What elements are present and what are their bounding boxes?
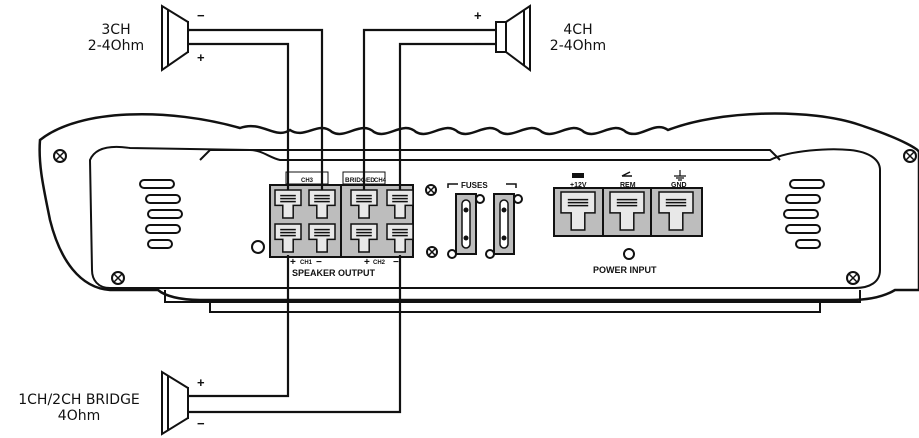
- ch3-terminal-label: CH3: [301, 178, 314, 184]
- power-input-block: +12V REM GND POWER INPUT: [553, 170, 703, 275]
- ch2-plus-sign: +: [364, 257, 370, 268]
- ch1-plus-sign: +: [290, 257, 296, 268]
- ch4-terminal-label: CH4: [374, 178, 387, 184]
- status-led: [251, 240, 265, 254]
- remote-switch-icon: [621, 171, 632, 177]
- screw-terminal-icon: [386, 189, 414, 219]
- fuses-label: FUSES: [461, 181, 488, 190]
- speaker-4ch-label: 4CH 2-4Ohm: [548, 22, 608, 54]
- power-terminal-gnd-label: GND: [671, 182, 687, 189]
- ground-icon: [674, 170, 686, 181]
- ch1-minus-sign: −: [316, 257, 322, 268]
- screw-terminal-icon: [350, 189, 378, 219]
- ch2-minus-sign: −: [393, 257, 399, 268]
- speaker-bridge-pos-sign: +: [197, 375, 205, 390]
- amplifier-chassis: [38, 112, 919, 313]
- vent-slots-left: [139, 179, 183, 249]
- speaker-4ch-name: 4CH: [563, 22, 593, 38]
- screw-icon: [447, 249, 457, 259]
- screw-terminal-icon: [308, 223, 336, 253]
- speaker-bridge-name: 1CH/2CH BRIDGE: [18, 392, 140, 408]
- speaker-output-block: [269, 184, 414, 258]
- speaker-3ch: [161, 4, 189, 72]
- speaker-3ch-pos-sign: +: [197, 50, 205, 65]
- speaker-icon: [495, 21, 507, 53]
- fuse-block: FUSES: [447, 181, 517, 255]
- power-input-title: POWER INPUT: [593, 265, 657, 275]
- screw-terminal-icon: [609, 191, 645, 231]
- speaker-3ch-impedance: 2-4Ohm: [87, 38, 145, 54]
- screw-terminal-icon: [274, 223, 302, 253]
- speaker-bridge-label: 1CH/2CH BRIDGE 4Ohm: [2, 392, 156, 424]
- speaker-4ch: [495, 4, 531, 72]
- screw-icon: [475, 194, 485, 204]
- speaker-bridge: [161, 370, 189, 436]
- speaker-bridge-impedance: 4Ohm: [57, 408, 101, 424]
- battery-icon: [572, 173, 584, 178]
- screw-terminal-icon: [560, 191, 596, 231]
- speaker-4ch-pos-sign: +: [474, 8, 482, 23]
- vent-slots-right: [783, 179, 825, 249]
- screw-terminal-icon: [386, 223, 414, 253]
- ch2-terminal-label: CH2: [373, 260, 386, 266]
- speaker-wires: [188, 28, 496, 414]
- screw-terminal-icon: [350, 223, 378, 253]
- speaker-output-title: SPEAKER OUTPUT: [292, 268, 376, 278]
- speaker-4ch-impedance: 2-4Ohm: [549, 38, 607, 54]
- screw-terminal-icon: [308, 189, 336, 219]
- power-terminal-rem-label: REM: [620, 182, 636, 189]
- screw-terminal-icon: [274, 189, 302, 219]
- power-led: [623, 248, 635, 260]
- screw-icon: [485, 249, 495, 259]
- speaker-output-bottom-labels: + CH1 − + CH2 − SPEAKER OUTPUT: [290, 257, 399, 278]
- speaker-3ch-name: 3CH: [101, 22, 131, 38]
- power-terminal-12v-label: +12V: [570, 182, 587, 189]
- speaker-3ch-neg-sign: −: [197, 8, 205, 23]
- screw-icon: [513, 194, 523, 204]
- screw-terminal-icon: [658, 191, 694, 231]
- speaker-output-top-labels: CH3 BRIDGED CH4: [285, 171, 387, 185]
- speaker-bridge-neg-sign: −: [197, 416, 205, 431]
- speaker-3ch-label: 3CH 2-4Ohm: [86, 22, 146, 54]
- bridged-label: BRIDGED: [345, 177, 375, 184]
- ch1-terminal-label: CH1: [300, 260, 313, 266]
